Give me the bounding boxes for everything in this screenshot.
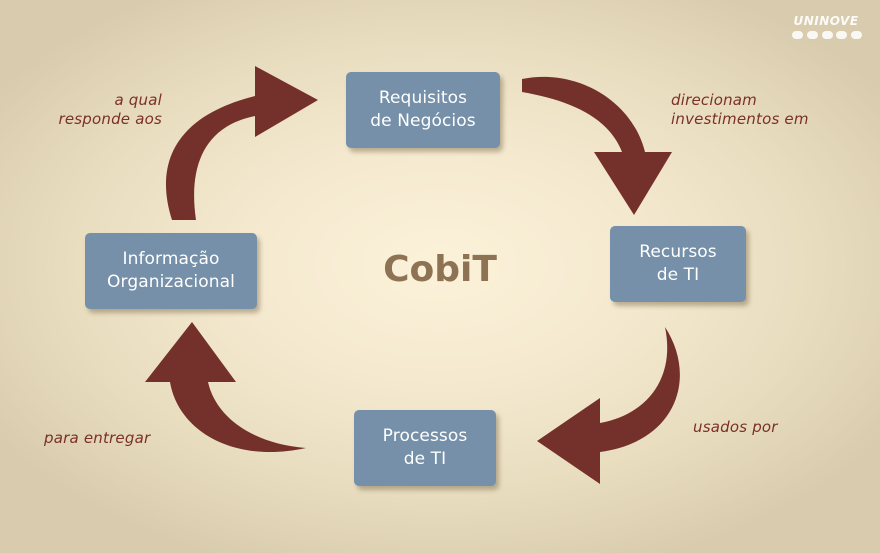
logo-dot	[821, 31, 833, 39]
arrow-processos-to-info-icon	[145, 322, 306, 453]
node-recursos-line-2: de TI	[656, 265, 700, 285]
label-a-qual-responde-aos: a qual responde aos	[48, 91, 162, 129]
node-requisitos-de-negocios: Requisitos de Negócios	[346, 72, 500, 148]
node-requisitos-line-2: de Negócios	[370, 111, 476, 131]
node-informacao-line-1: Informação	[122, 249, 220, 269]
label-a-qual-line-2: responde aos	[58, 110, 162, 128]
label-direcionam-line-1: direcionam	[671, 91, 757, 109]
logo-dot	[851, 31, 862, 39]
logo-dot	[806, 31, 818, 39]
center-title-cobit: CobiT	[383, 249, 497, 290]
label-para-entregar: para entregar	[44, 429, 174, 448]
node-processos-line-2: de TI	[403, 449, 447, 469]
node-recursos-line-1: Recursos	[639, 242, 717, 262]
logo-dot	[792, 31, 803, 39]
node-informacao-organizacional: Informação Organizacional	[85, 233, 257, 309]
logo-text: UNINOVE	[793, 14, 859, 28]
label-para-entregar-line-1: para entregar	[44, 429, 151, 447]
node-informacao-line-2: Organizacional	[107, 272, 235, 292]
logo-dots-icon	[792, 31, 862, 39]
label-usados-por-line-1: usados por	[693, 418, 778, 436]
label-usados-por: usados por	[693, 418, 803, 437]
arrow-info-to-requisitos-icon	[165, 66, 318, 220]
label-a-qual-line-1: a qual	[114, 91, 162, 109]
logo-dot	[836, 31, 848, 39]
uninove-logo: UNINOVE	[784, 14, 868, 42]
arrow-requisitos-to-recursos-icon	[522, 76, 672, 216]
label-direcionam-line-2: investimentos em	[671, 110, 809, 128]
node-requisitos-line-1: Requisitos	[378, 88, 468, 108]
node-recursos-de-ti: Recursos de TI	[610, 226, 746, 302]
node-processos-line-1: Processos	[382, 426, 468, 446]
node-processos-de-ti: Processos de TI	[354, 410, 496, 486]
arrow-recursos-to-processos-icon	[537, 327, 680, 484]
label-direcionam-investimentos-em: direcionam investimentos em	[671, 91, 831, 129]
